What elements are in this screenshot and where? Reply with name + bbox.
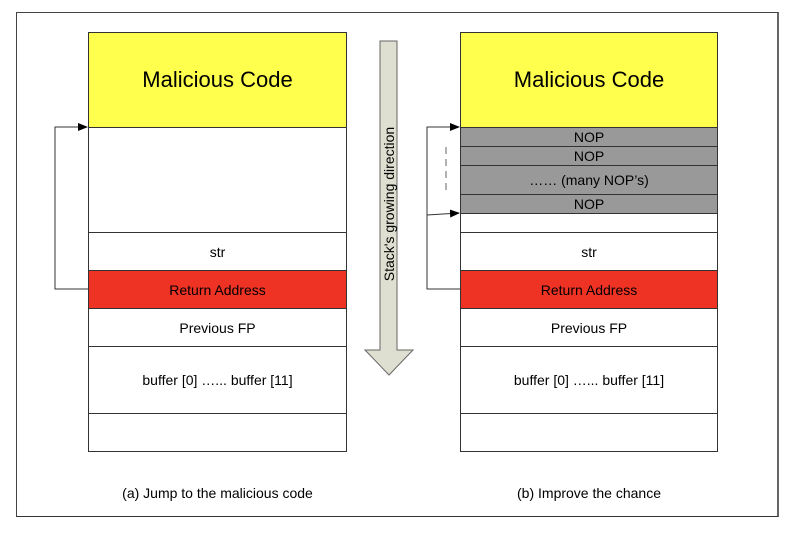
str-label: str [209, 243, 226, 260]
buffer-cell: buffer [0] …... buffer [11] [460, 346, 718, 414]
malicious-code-cell: Malicious Code [460, 32, 718, 128]
malicious-code-cell: Malicious Code [88, 32, 347, 128]
empty-cell [460, 413, 718, 452]
nop-label: NOP [573, 148, 605, 164]
str-cell: str [88, 232, 347, 271]
nop-cell: NOP [460, 194, 718, 214]
previous-fp-label: Previous FP [550, 319, 628, 336]
return-address-label: Return Address [540, 281, 638, 298]
caption-right: (b) Improve the chance [517, 485, 661, 501]
empty-cell [460, 213, 718, 233]
nop-label: NOP [573, 196, 605, 212]
previous-fp-cell: Previous FP [460, 308, 718, 347]
return-address-cell: Return Address [460, 270, 718, 309]
malicious-code-label: Malicious Code [142, 67, 293, 92]
buffer-cell: buffer [0] …... buffer [11] [88, 346, 347, 414]
nop-cell: NOP [460, 146, 718, 166]
empty-cell [88, 413, 347, 452]
previous-fp-cell: Previous FP [88, 308, 347, 347]
return-address-label: Return Address [169, 281, 266, 298]
buffer-label: buffer [0] …... buffer [11] [513, 372, 665, 388]
stack-left: Malicious Code str Return Address Previo… [88, 32, 347, 452]
figure-frame [16, 12, 779, 517]
many-nops-label: …… (many NOP’s) [529, 172, 649, 188]
many-nops-cell: …… (many NOP’s) [460, 165, 718, 195]
stack-direction-label: Stack's growing direction [381, 126, 397, 282]
previous-fp-label: Previous FP [179, 319, 256, 336]
nop-cell: NOP [460, 127, 718, 147]
empty-cell [88, 127, 347, 233]
str-cell: str [460, 232, 718, 271]
malicious-code-label: Malicious Code [513, 67, 665, 92]
caption-left: (a) Jump to the malicious code [122, 485, 313, 501]
return-address-cell: Return Address [88, 270, 347, 309]
buffer-label: buffer [0] …... buffer [11] [142, 372, 293, 388]
str-label: str [581, 243, 597, 260]
stack-right: Malicious Code NOP NOP …… (many NOP’s) N… [460, 32, 718, 452]
nop-label: NOP [573, 129, 605, 145]
